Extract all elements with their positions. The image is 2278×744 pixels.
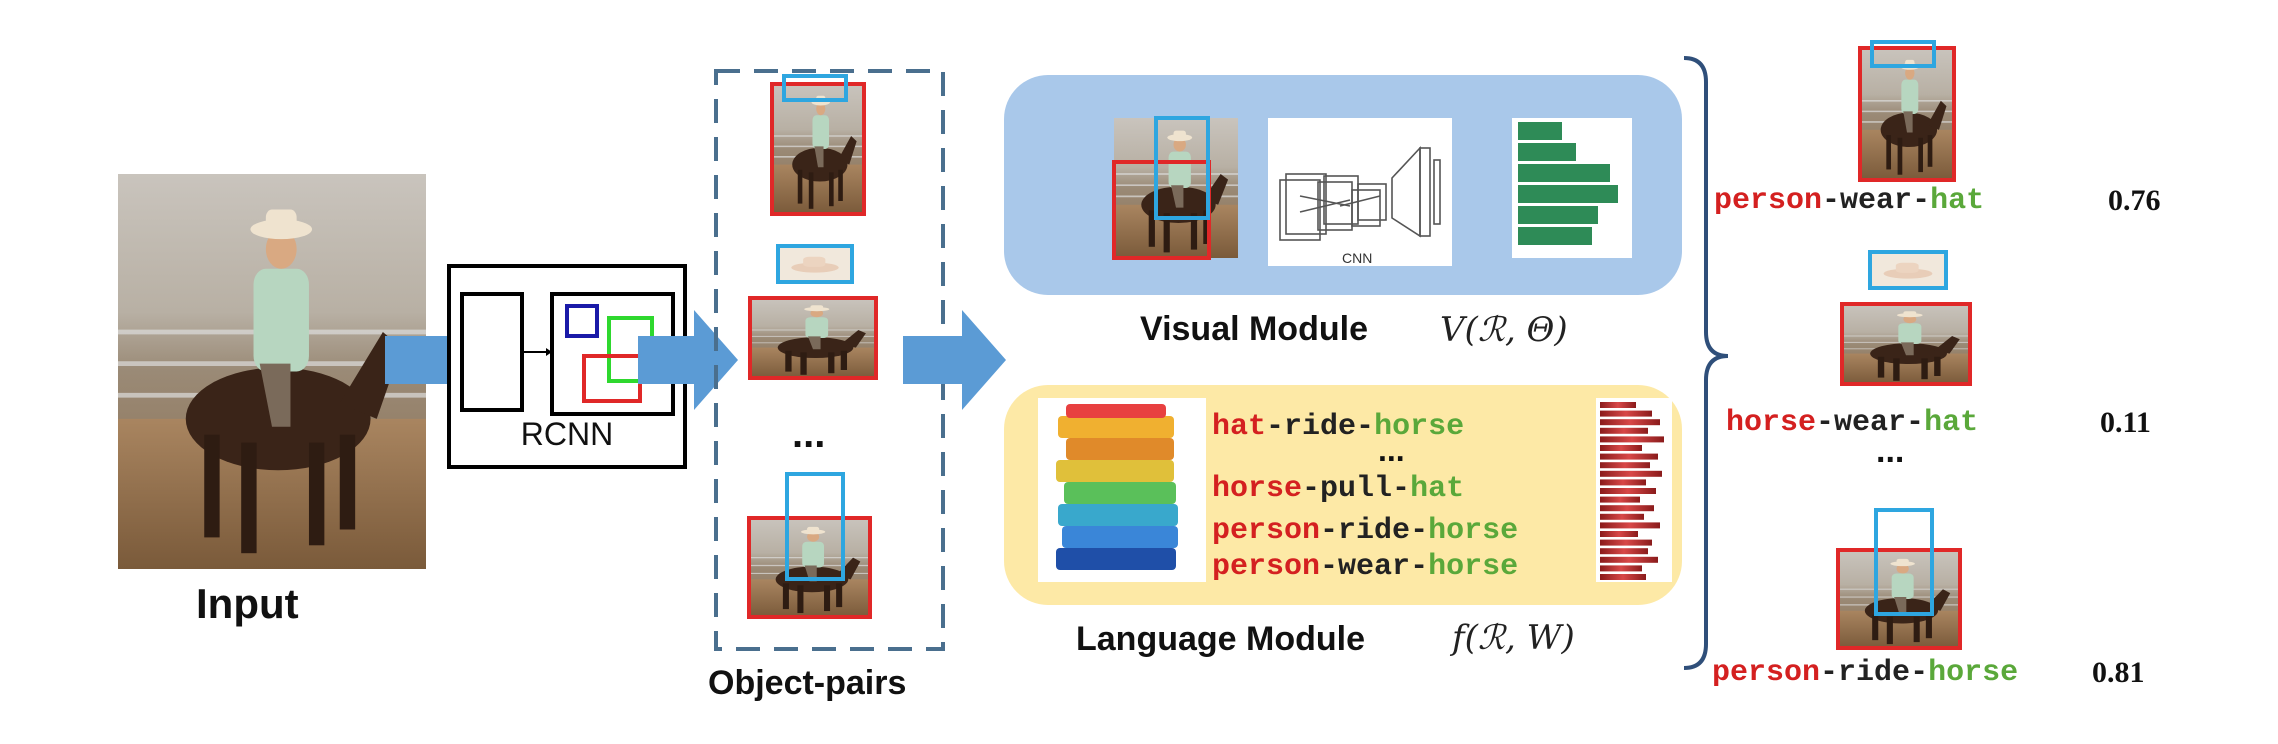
language-score-bar — [1600, 496, 1640, 503]
language-score-bar — [1600, 479, 1646, 486]
input-label: Input — [196, 580, 299, 627]
result-brace — [1683, 56, 1729, 670]
result-score: 0.11 — [2100, 406, 2151, 439]
cnn-figure — [1268, 118, 1452, 266]
cnn-label: CNN — [1342, 250, 1373, 266]
visual-module-title: Visual Module — [1140, 310, 1368, 348]
pairs-ellipsis: ... — [792, 412, 826, 456]
language-phrase: horse-pull-hat — [1212, 472, 1465, 506]
language-score-bar — [1600, 436, 1664, 443]
language-score-bar — [1600, 565, 1642, 572]
language-score-bar — [1600, 531, 1638, 537]
result-phrase: horse-wear-hat — [1726, 406, 1979, 440]
language-score-bars — [1596, 398, 1672, 582]
visual-module-formula: V(ℛ, Θ) — [1440, 310, 1568, 350]
result-score: 0.76 — [2108, 184, 2161, 217]
language-score-bar — [1600, 574, 1646, 580]
language-score-bar — [1600, 427, 1648, 434]
arrow-rcnn-to-pairs — [638, 310, 738, 410]
language-score-bar — [1600, 522, 1660, 529]
language-score-bar — [1600, 419, 1660, 426]
result-phrase: person-wear-hat — [1714, 184, 1985, 218]
input-photo — [118, 174, 426, 569]
language-score-bar — [1600, 548, 1648, 555]
language-score-bar — [1600, 453, 1658, 460]
language-score-bar — [1600, 470, 1662, 477]
language-score-bar — [1600, 556, 1658, 563]
language-score-bar — [1600, 445, 1642, 451]
rcnn-label: RCNN — [520, 416, 614, 452]
language-phrase: hat-ride-horse — [1212, 410, 1465, 444]
language-score-bar — [1600, 505, 1654, 512]
phrases-ellipsis: ... — [1378, 432, 1405, 468]
language-score-bar — [1600, 513, 1644, 520]
language-score-bar — [1600, 462, 1650, 469]
language-phrase: person-wear-horse — [1212, 550, 1519, 584]
language-score-bar — [1600, 488, 1656, 494]
language-phrase: person-ride-horse — [1212, 514, 1519, 548]
language-score-bar — [1600, 410, 1652, 417]
object-pairs-label: Object-pairs — [708, 664, 907, 702]
language-score-bar — [1600, 402, 1636, 408]
result-phrase: person-ride-horse — [1712, 656, 2019, 690]
books-icon — [1038, 398, 1206, 582]
arrow-pairs-to-modules — [903, 310, 1006, 410]
language-module-formula: f(ℛ, W) — [1452, 618, 1575, 658]
language-module-title: Language Module — [1076, 620, 1365, 658]
results-ellipsis: ... — [1876, 432, 1905, 470]
result-score: 0.81 — [2092, 656, 2145, 689]
language-score-bar — [1600, 539, 1652, 546]
